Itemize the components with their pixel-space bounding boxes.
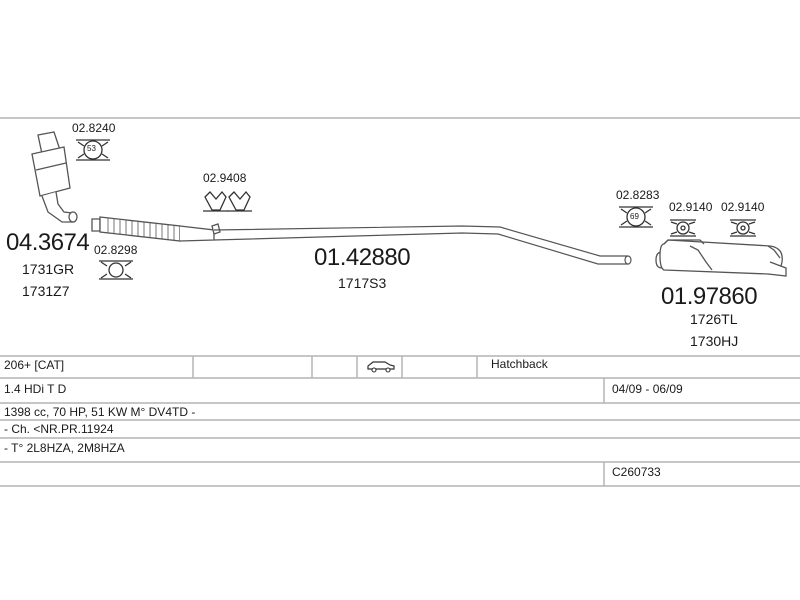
vehicle-spec: 1398 cc, 70 HP, 51 KW M° DV4TD -	[4, 405, 196, 419]
rear-silencer[interactable]	[655, 239, 787, 277]
catalyst-ref2: 1731Z7	[22, 283, 70, 299]
hanger-front-code: 02.9408	[203, 171, 247, 185]
catalytic-converter[interactable]	[31, 131, 78, 223]
hanger-rear-1[interactable]	[670, 219, 696, 237]
clamp-53[interactable]	[76, 139, 110, 161]
vehicle-body: Hatchback	[491, 357, 548, 371]
rear-silencer-ref1: 1726TL	[690, 311, 738, 327]
catalyst-ref1: 1731GR	[22, 261, 75, 277]
clamp-69-badge: 69	[630, 212, 639, 221]
clamp-front[interactable]	[99, 260, 133, 280]
middle-pipe-code[interactable]: 01.42880	[314, 244, 411, 271]
clamp-53-badge: 53	[87, 144, 96, 153]
clamp-rear-code: 02.8283	[616, 188, 660, 202]
vehicle-chassis: - Ch. <NR.PR.11924	[4, 422, 114, 436]
hanger-rear-1-code: 02.9140	[669, 200, 713, 214]
hanger-rear-2-code: 02.9140	[721, 200, 765, 214]
vehicle-period: 04/09 - 06/09	[612, 382, 683, 396]
catalog-number: C260733	[612, 465, 661, 479]
middle-pipe[interactable]	[213, 225, 632, 265]
rear-silencer-code[interactable]: 01.97860	[661, 283, 758, 310]
rear-silencer-ref2: 1730HJ	[690, 333, 739, 349]
clamp-69[interactable]	[619, 206, 653, 228]
frame-lines	[0, 117, 800, 487]
vehicle-engine: 1.4 HDi T D	[4, 382, 67, 396]
clamp-front-code: 02.8298	[94, 243, 138, 257]
catalyst-code[interactable]: 04.3674	[6, 229, 90, 256]
hanger-rear-2[interactable]	[730, 219, 756, 237]
middle-pipe-ref: 1717S3	[338, 275, 387, 291]
clamp-53-code: 02.8240	[72, 121, 116, 135]
flex-pipe[interactable]	[91, 216, 221, 242]
hanger-front[interactable]	[203, 190, 252, 212]
vehicle-type: - T° 2L8HZA, 2M8HZA	[4, 441, 125, 455]
car-icon	[367, 361, 395, 373]
vehicle-model: 206+ [CAT]	[4, 358, 65, 372]
